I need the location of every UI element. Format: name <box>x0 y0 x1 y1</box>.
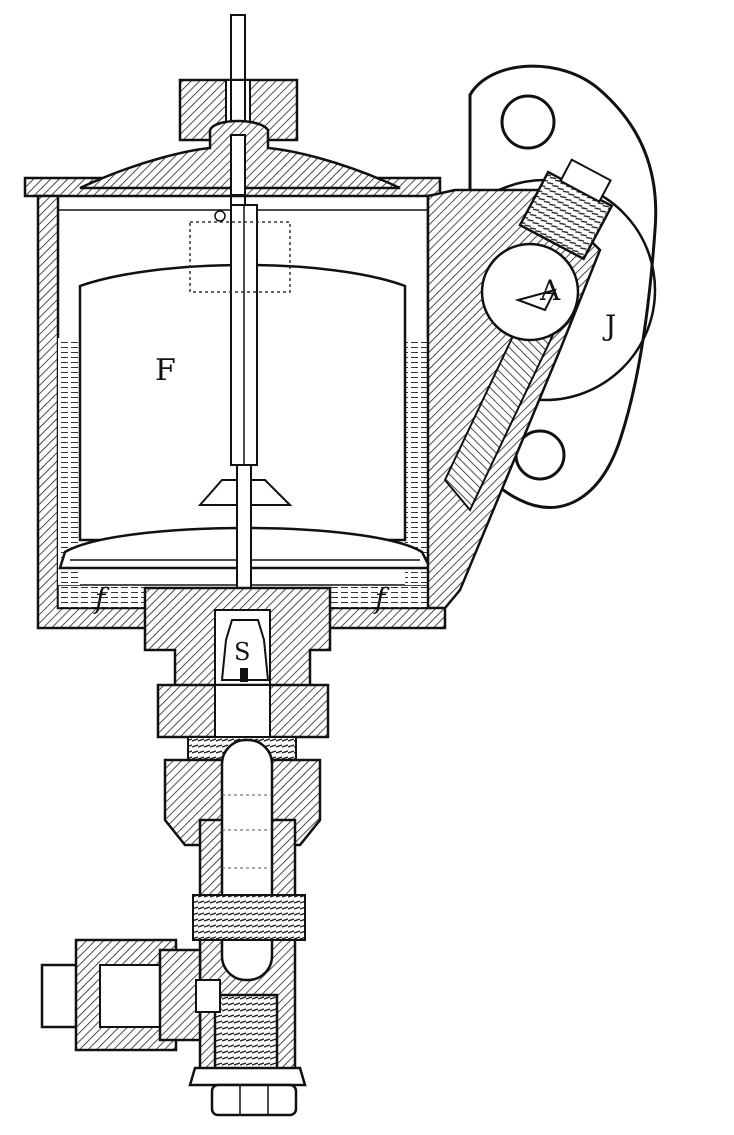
air-intake-arm <box>426 158 614 610</box>
label-spindle: S <box>234 638 250 666</box>
flange-bolt-hole-top <box>500 94 556 150</box>
label-air-chamber: A <box>539 274 561 307</box>
fuel-left <box>58 338 80 585</box>
fuel-right <box>405 338 428 585</box>
air-chamber-circle <box>480 242 580 342</box>
jet-bore <box>220 738 274 982</box>
float-spindle <box>189 204 293 626</box>
fuel-pipe-connection <box>40 938 221 1052</box>
label-float: F <box>155 353 176 388</box>
chamber-lid <box>23 119 442 198</box>
threaded-plug <box>518 158 614 261</box>
label-flange: J <box>602 309 616 342</box>
jet-body <box>143 586 332 1117</box>
